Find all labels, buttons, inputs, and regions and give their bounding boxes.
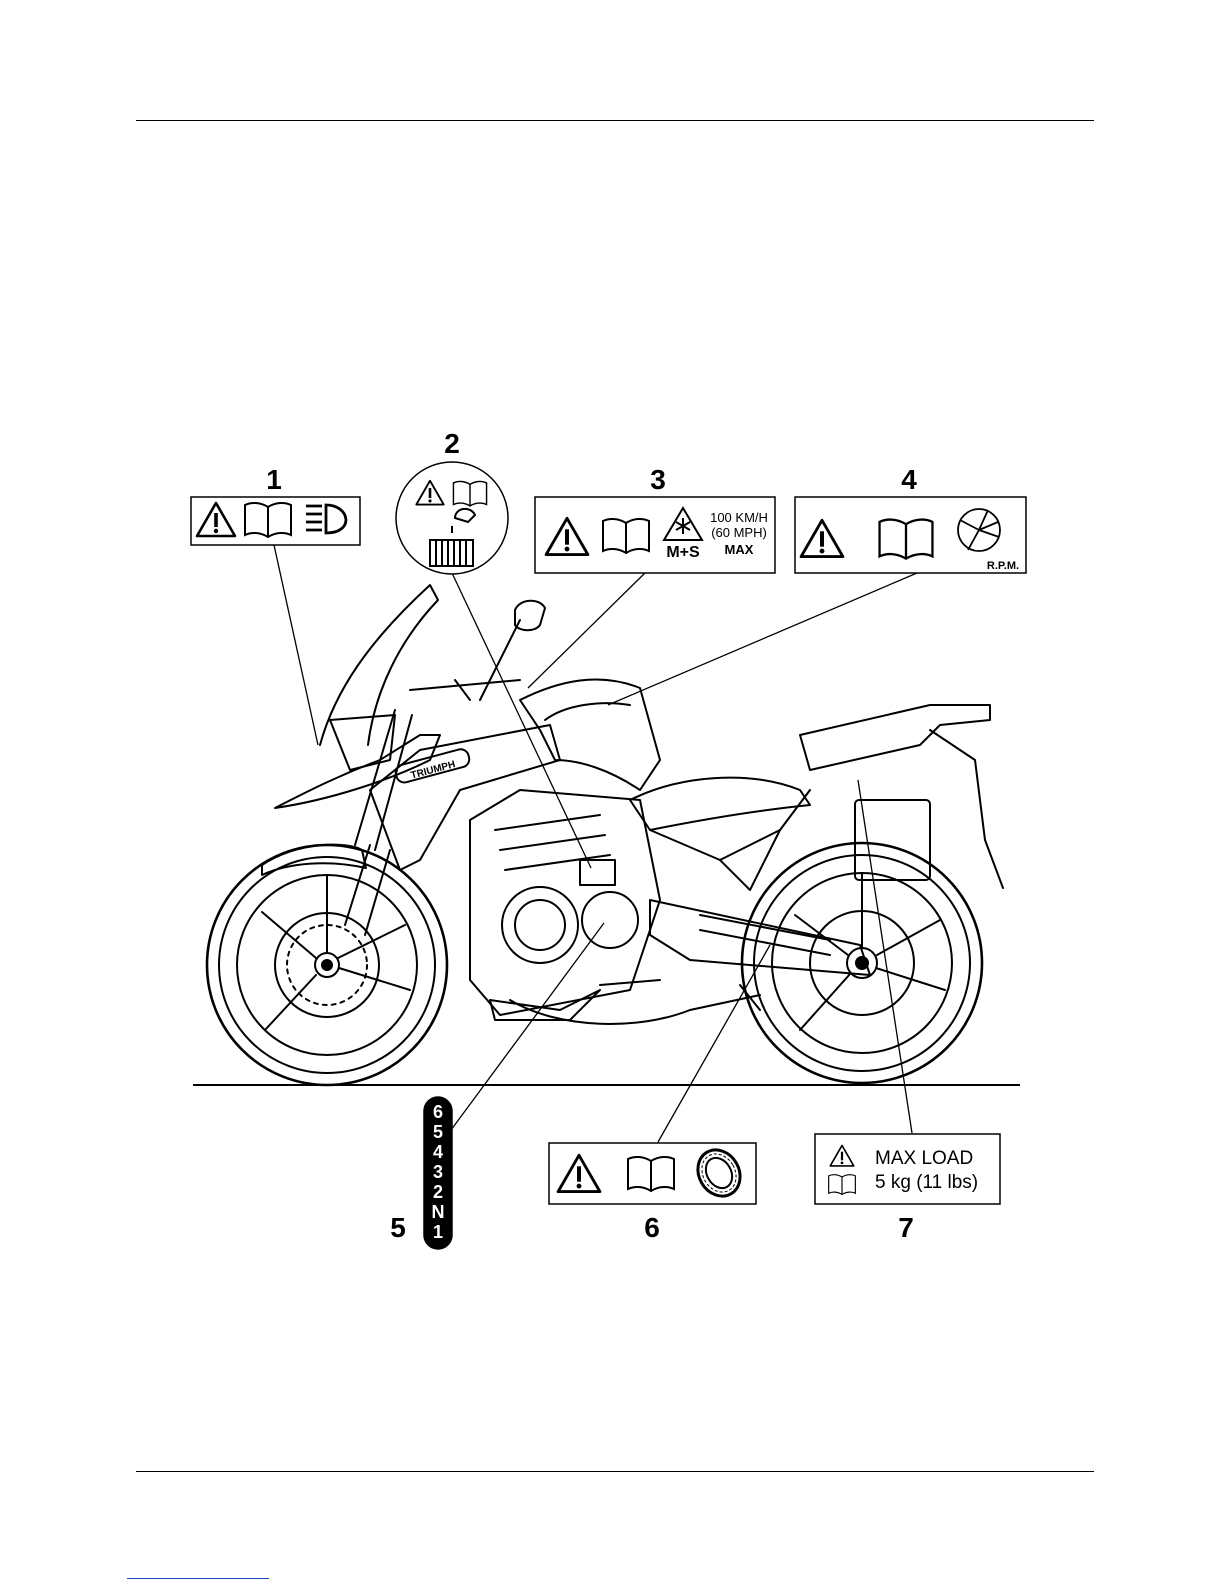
gear-5: 5 (433, 1122, 443, 1142)
gear-6: 6 (433, 1102, 443, 1122)
gear-n: N (432, 1202, 445, 1222)
max-load-value: 5 kg (11 lbs) (875, 1172, 978, 1193)
speed-max: MAX (725, 542, 754, 557)
speed-mph: (60 MPH) (711, 525, 767, 540)
callout-7: 7 (886, 1214, 926, 1242)
label-2-coolant-warning (396, 462, 508, 574)
leader-lines (274, 545, 917, 1142)
motorcycle-drawing (207, 585, 1003, 1085)
label-7-max-load: MAX LOAD 5 kg (11 lbs) (815, 1134, 1000, 1204)
callout-6: 6 (632, 1214, 672, 1242)
callout-2: 2 (432, 430, 472, 458)
gear-1: 1 (433, 1222, 443, 1242)
label-1-headlight-warning (191, 497, 360, 545)
callout-5: 5 (378, 1214, 418, 1242)
tyre-mark: M+S (666, 544, 700, 561)
label-3-tyre-speed-warning: M+S 100 KM/H (60 MPH) MAX (535, 497, 775, 573)
max-load-text: MAX LOAD (875, 1148, 973, 1169)
label-5-gear-indicator: 6 5 4 3 2 N 1 (424, 1097, 452, 1249)
label-6-tyre-warning (549, 1142, 756, 1204)
label-4-rpm-warning: R.P.M. (795, 497, 1026, 573)
brand-badge: TRIUMPH (410, 759, 457, 781)
gear-2: 2 (433, 1182, 443, 1202)
gear-4: 4 (433, 1142, 443, 1162)
callout-3: 3 (638, 466, 678, 494)
callout-4: 4 (889, 466, 929, 494)
callout-1: 1 (254, 466, 294, 494)
gear-3: 3 (433, 1162, 443, 1182)
speed-kmh: 100 KM/H (710, 510, 768, 525)
rpm-text: R.P.M. (987, 560, 1019, 572)
